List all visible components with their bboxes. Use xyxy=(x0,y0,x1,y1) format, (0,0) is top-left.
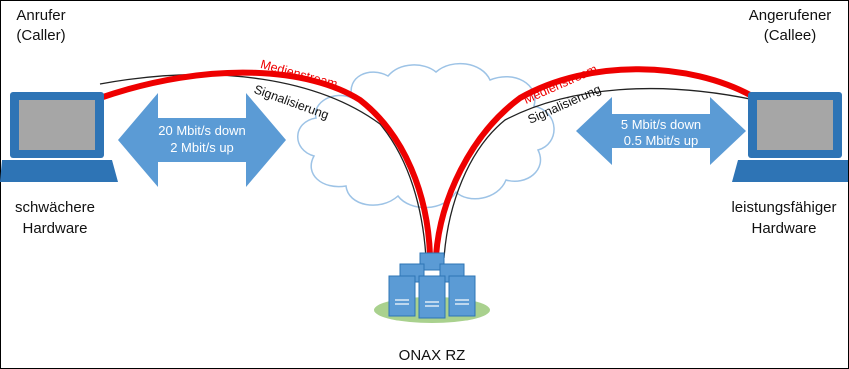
media-stream-caller xyxy=(97,69,433,259)
datacenter-label: ONAX RZ xyxy=(398,347,466,364)
server-cluster-icon xyxy=(374,252,490,323)
callee-hardware-line2: Hardware xyxy=(751,220,817,237)
callee-subtitle: (Callee) xyxy=(763,27,817,44)
laptop-icon xyxy=(0,92,118,182)
bandwidth-arrow-caller xyxy=(118,93,286,187)
media-stream-callee xyxy=(433,66,755,259)
caller-title: Anrufer xyxy=(16,7,66,24)
caller-subtitle: (Caller) xyxy=(16,27,66,44)
caller-hardware-line2: Hardware xyxy=(22,220,88,237)
caller-hardware-line1: schwächere xyxy=(14,199,96,216)
callee-bandwidth-down: 5 Mbit/s down xyxy=(620,117,702,132)
laptop-icon xyxy=(732,92,848,182)
caller-bandwidth-down: 20 Mbit/s down xyxy=(158,123,246,138)
caller-bandwidth-up: 2 Mbit/s up xyxy=(170,140,234,155)
callee-bandwidth-up: 0.5 Mbit/s up xyxy=(623,133,699,148)
callee-hardware-line1: leistungsfähiger xyxy=(731,199,837,216)
callee-title: Angerufener xyxy=(748,7,832,24)
bandwidth-arrow-callee xyxy=(576,97,746,165)
signaling-line-callee xyxy=(443,87,756,259)
